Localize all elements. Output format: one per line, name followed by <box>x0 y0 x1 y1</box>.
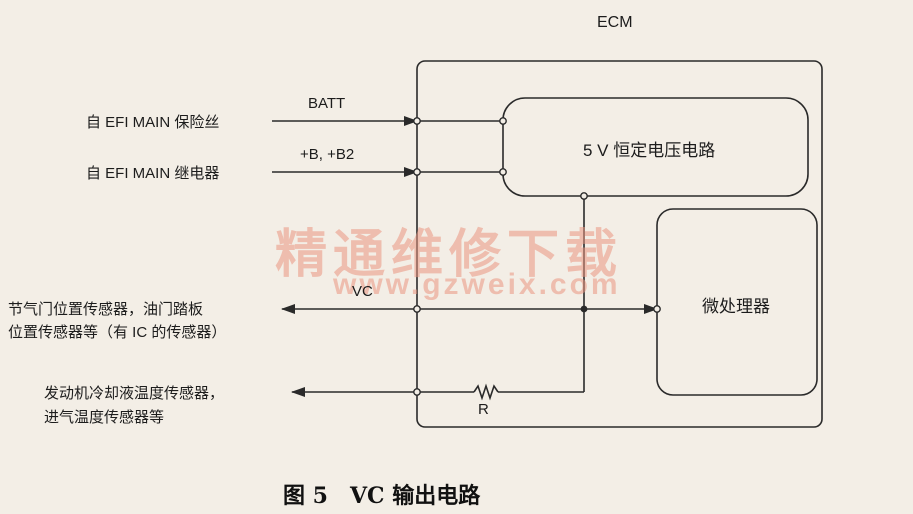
watermark-text: 精通维修下载 <box>275 225 624 285</box>
resistor-label: R <box>478 401 489 418</box>
output-tps-line1: 节气门位置传感器，油门踏板 <box>8 301 204 318</box>
junction-vc <box>580 305 588 313</box>
resistor-symbol <box>473 383 499 401</box>
terminal-micro-in <box>653 305 661 313</box>
regulator-box <box>502 97 809 197</box>
output-temp-line1: 发动机冷却液温度传感器， <box>44 385 225 402</box>
terminal-regulator-out <box>580 192 588 200</box>
figure-caption: 图 5 VC 输出电路 <box>283 483 481 509</box>
microprocessor-box <box>656 208 818 396</box>
terminal-vc-ecm <box>413 305 421 313</box>
regulator-label: 5 V 恒定电压电路 <box>583 141 716 160</box>
terminal-b-ecm <box>413 168 421 176</box>
terminal-batt-ecm <box>413 117 421 125</box>
b-signal-label: +B, +B2 <box>300 146 355 163</box>
vc-signal-label: VC <box>352 283 373 300</box>
input-relay-label: 自 EFI MAIN 继电器 <box>86 165 220 182</box>
ecm-box <box>416 60 823 428</box>
input-fuse-label: 自 EFI MAIN 保险丝 <box>86 114 220 131</box>
terminal-b-regulator <box>499 168 507 176</box>
output-temp-line2: 进气温度传感器等 <box>44 409 165 426</box>
batt-signal-label: BATT <box>308 95 346 112</box>
terminal-batt-regulator <box>499 117 507 125</box>
ecm-label: ECM <box>597 14 633 31</box>
output-tps-line2: 位置传感器等（有 IC 的传感器） <box>8 324 227 341</box>
terminal-temp-ecm <box>413 388 421 396</box>
watermark-url: www.gzweix.com <box>333 268 621 301</box>
microprocessor-label: 微处理器 <box>702 297 770 316</box>
